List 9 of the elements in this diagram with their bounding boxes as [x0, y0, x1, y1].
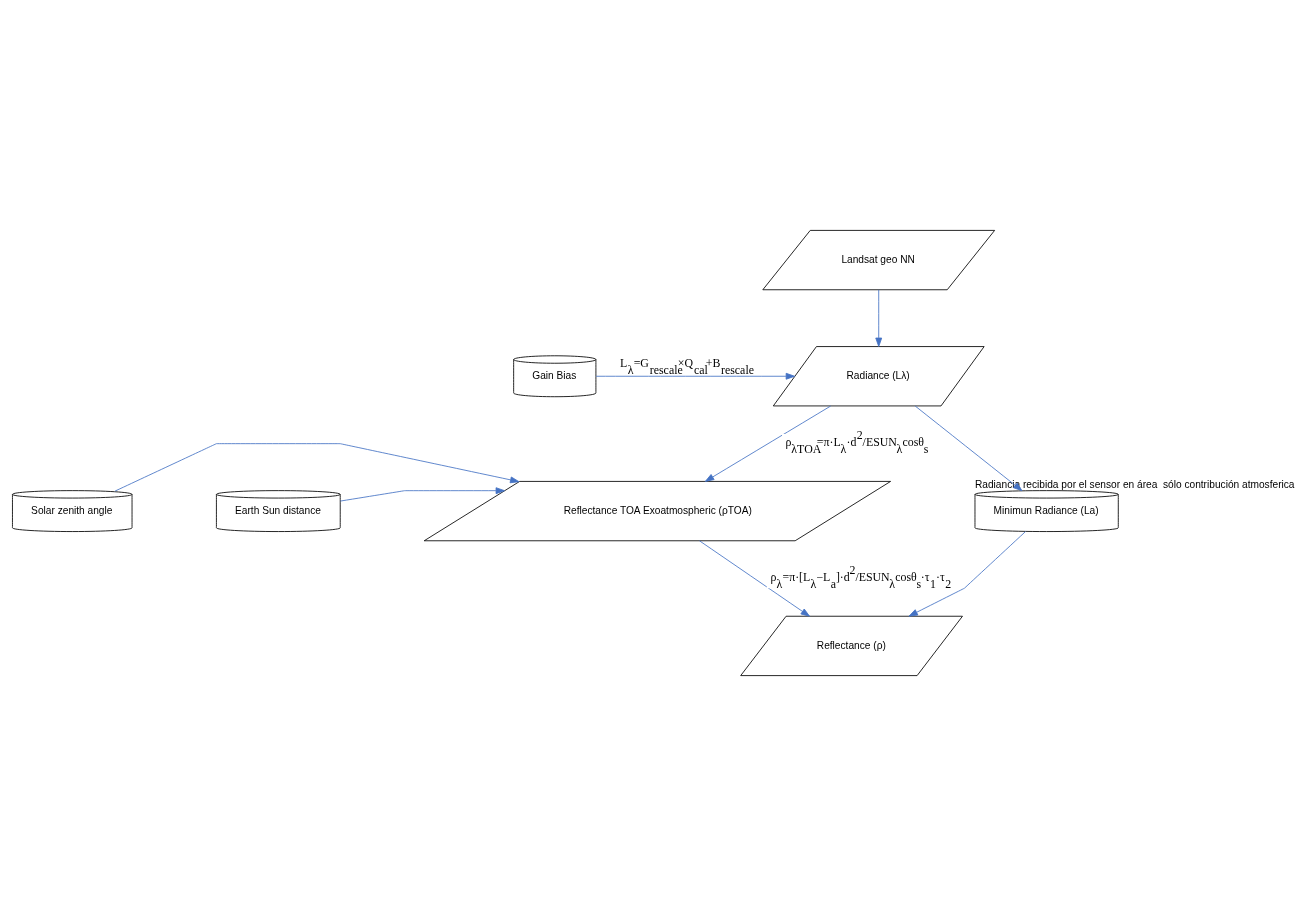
arrow [339, 487, 505, 502]
arrow [704, 405, 832, 482]
arrow [875, 289, 883, 347]
arrow [595, 372, 796, 380]
arrow [699, 540, 810, 617]
arrow [114, 443, 520, 492]
arrow [908, 531, 1026, 617]
arrow [914, 405, 1023, 492]
node-label: Radiancia recibida por el sensor en área sólo contribución atmosferica [974, 478, 1295, 490]
